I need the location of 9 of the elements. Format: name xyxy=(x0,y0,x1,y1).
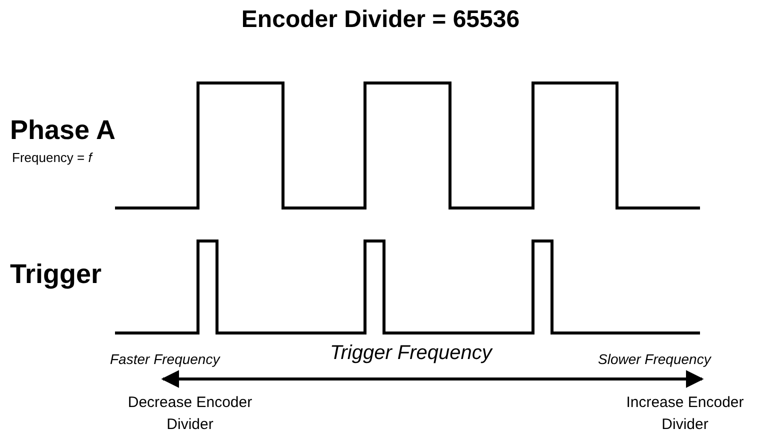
scale-end-label: Slower Frequency xyxy=(598,351,711,367)
signal-name: Phase A xyxy=(10,115,116,146)
diagram-title: Encoder Divider = 65536 xyxy=(240,6,521,34)
scale-title: Trigger Frequency xyxy=(330,342,492,365)
signal-name: Trigger xyxy=(10,259,102,290)
scale-end-label: Faster Frequency xyxy=(110,351,220,367)
scale-end-note: Increase Encoder Divider xyxy=(625,393,745,435)
frequency-note: Frequency = f xyxy=(12,150,92,165)
scale-end-note: Decrease Encoder Divider xyxy=(126,393,254,435)
